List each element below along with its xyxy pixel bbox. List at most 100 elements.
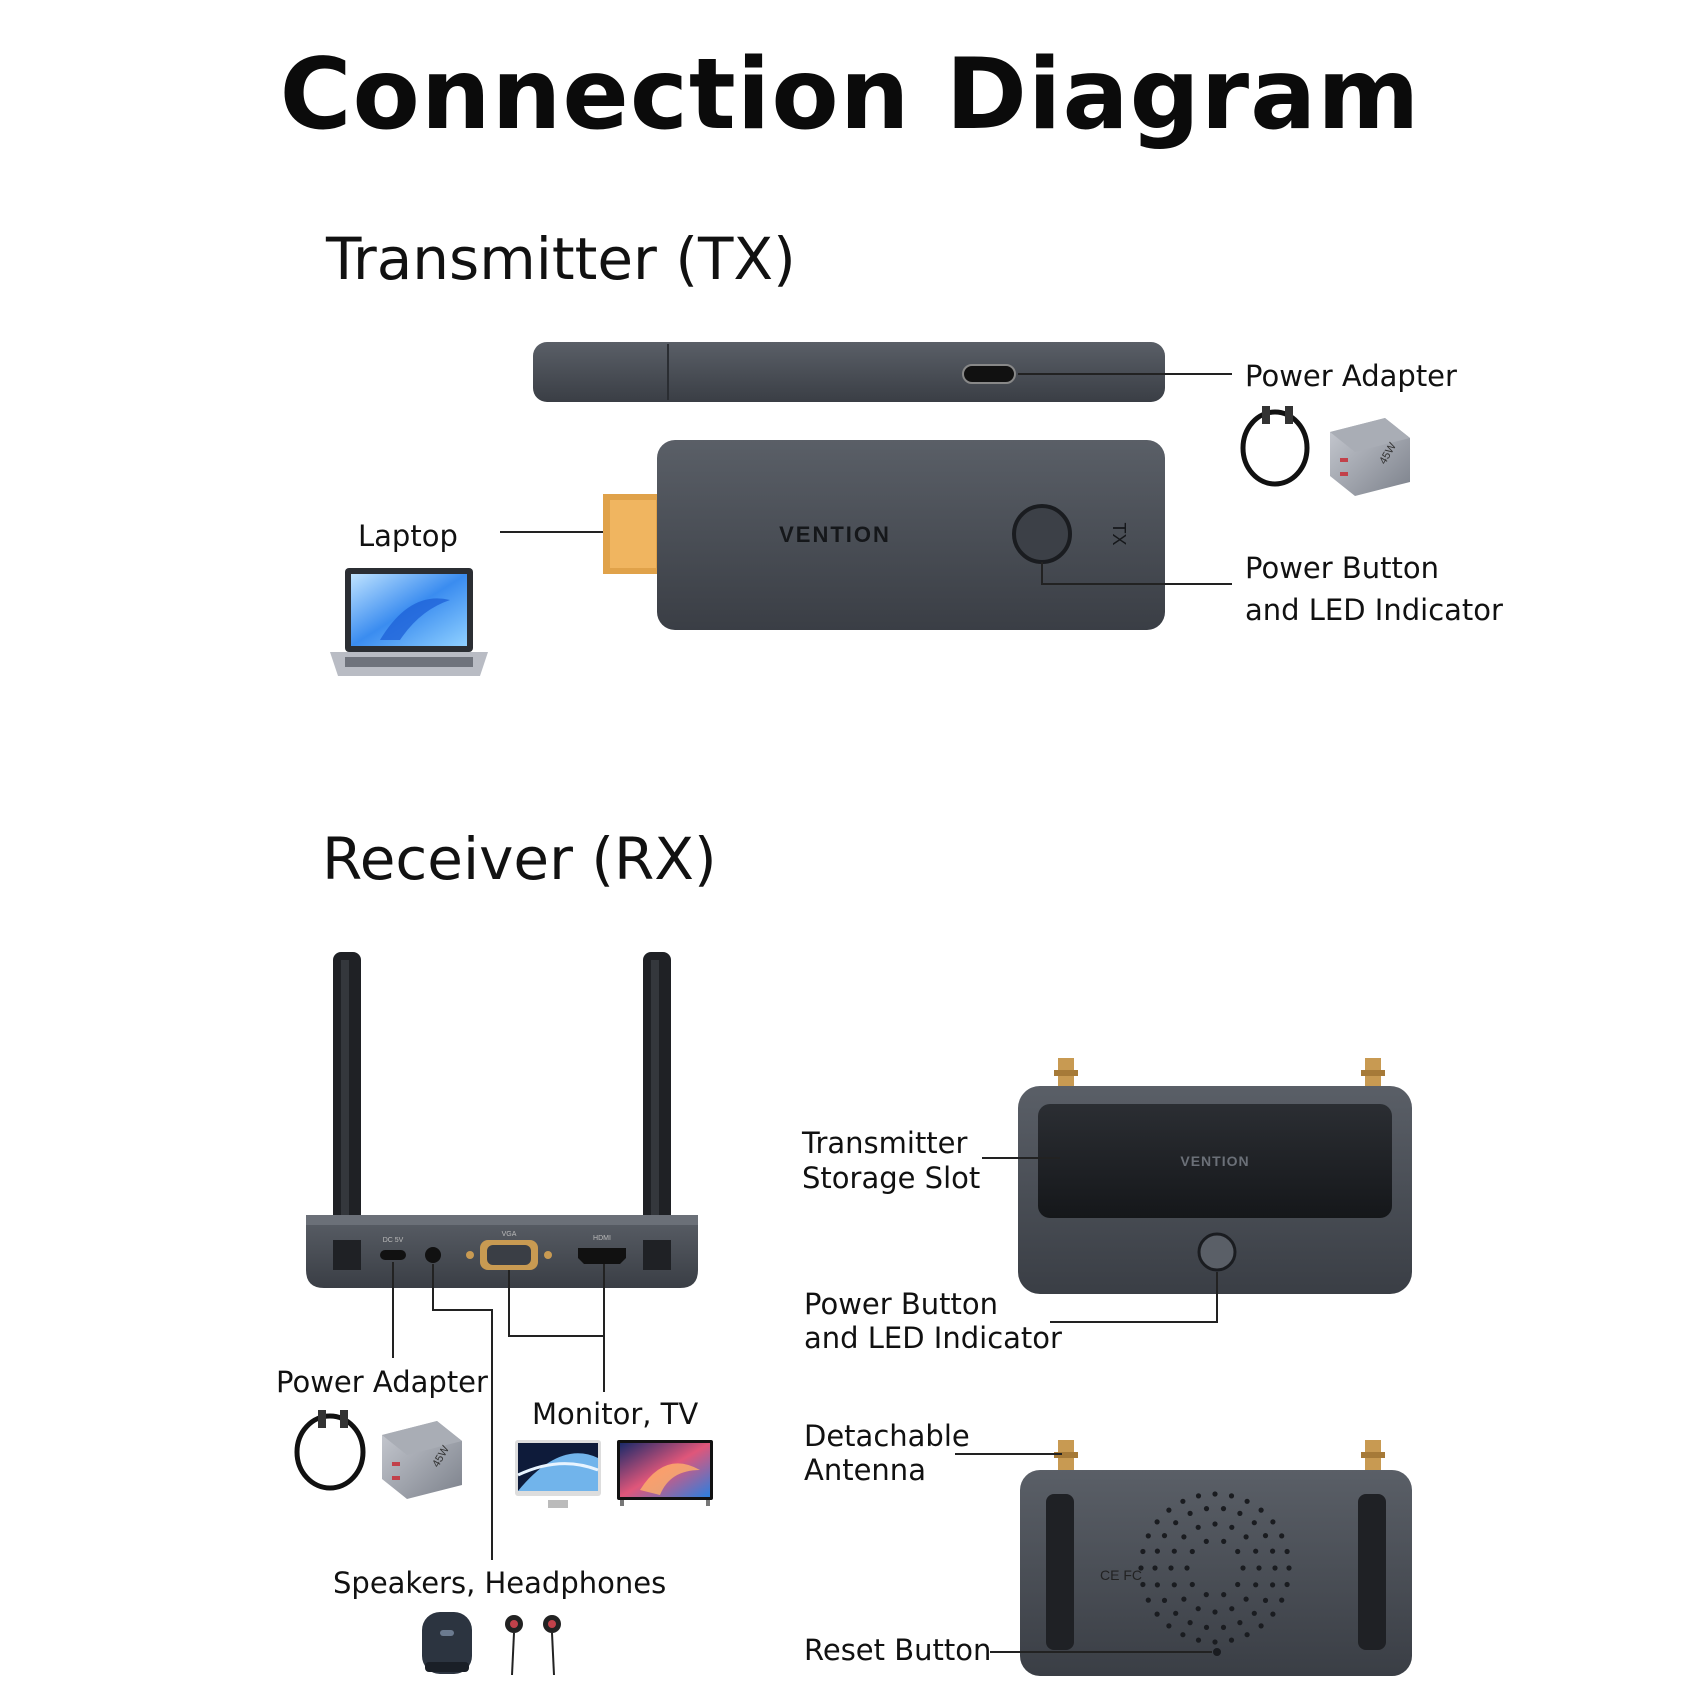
vent-hole [1251, 1520, 1257, 1526]
vent-hole [1244, 1632, 1250, 1638]
rx-bottom-markings: CE FC [1100, 1567, 1142, 1583]
rx-storage-slot-label-1: Transmitter [802, 1126, 968, 1160]
vent-hole [1138, 1565, 1144, 1571]
vent-hole [1187, 1620, 1193, 1626]
vent-hole [1189, 1548, 1195, 1555]
vent-hole [1270, 1582, 1276, 1588]
vent-hole [1203, 1538, 1209, 1544]
vent-hole [1243, 1596, 1249, 1602]
rx-power-button-leader [1050, 1272, 1218, 1323]
vent-hole [1229, 1606, 1235, 1612]
rx-storage-slot-label-2: Storage Slot [802, 1161, 981, 1195]
rx-top-view: VENTION [1018, 1058, 1412, 1294]
vent-hole [1161, 1597, 1168, 1603]
vent-hole [1195, 1606, 1201, 1612]
vent-hole [1228, 1493, 1235, 1499]
tx-power-adapter-label: Power Adapter [1245, 359, 1457, 393]
vent-hole [1145, 1597, 1151, 1603]
vent-hole [1212, 1521, 1218, 1527]
vent-hole [1180, 1632, 1186, 1638]
rx-power-adapter-label: Power Adapter [276, 1365, 488, 1399]
vent-hole [1220, 1506, 1227, 1512]
tx-side-view [533, 342, 1165, 402]
vent-hole [1189, 1581, 1195, 1588]
tx-power-button-icon [1012, 504, 1072, 564]
rx-speakers-headphones-label: Speakers, Headphones [333, 1566, 667, 1600]
vent-hole [1235, 1581, 1241, 1588]
vent-hole [1154, 1519, 1160, 1525]
rx-audio-port-icon [425, 1247, 441, 1263]
vent-hole [1184, 1565, 1190, 1571]
tx-top-view: VENTION TX [603, 440, 1165, 630]
rx-antenna-label-2: Antenna [804, 1453, 926, 1487]
tx-power-button-label-1: Power Button [1245, 551, 1440, 585]
rx-antenna-label-1: Detachable [804, 1419, 970, 1453]
rx-cable-icon [294, 1410, 366, 1491]
vent-hole [1279, 1597, 1285, 1603]
vent-hole [1221, 1538, 1227, 1544]
vent-hole [1212, 1491, 1218, 1497]
vent-hole [1229, 1524, 1235, 1530]
vent-hole [1154, 1611, 1160, 1617]
vent-hole [1203, 1506, 1210, 1512]
vent-hole [1173, 1520, 1179, 1526]
vent-hole [1279, 1533, 1285, 1539]
rx-charger-icon: 45W [382, 1421, 462, 1499]
vent-hole [1243, 1534, 1249, 1540]
earphones-icon [505, 1615, 561, 1676]
vent-hole [1270, 1519, 1276, 1525]
rx-dc-port-icon [380, 1250, 406, 1260]
rx-dc-port-label: DC 5V [383, 1237, 404, 1244]
monitor-icon [515, 1440, 601, 1508]
vent-hole [1195, 1493, 1202, 1499]
vent-hole [1286, 1565, 1292, 1571]
vent-hole [1212, 1639, 1218, 1645]
vent-hole [1168, 1565, 1174, 1571]
vent-hole [1181, 1596, 1187, 1602]
vent-hole [1161, 1533, 1168, 1539]
vent-hole [1221, 1592, 1227, 1598]
vent-hole [1195, 1524, 1201, 1530]
vent-hole [1171, 1548, 1177, 1554]
vent-hole [1187, 1510, 1193, 1516]
vent-hole [1262, 1597, 1269, 1603]
vent-hole [1253, 1548, 1259, 1554]
rx-hdmi-port-label: HDMI [593, 1235, 611, 1242]
rx-monitor-tv-label: Monitor, TV [532, 1397, 699, 1431]
vent-hole [1195, 1637, 1202, 1643]
rx-storage-slot [1038, 1104, 1392, 1218]
rx-vga-leader [508, 1270, 604, 1337]
rx-back-view: DC 5V VGA HDMI [306, 952, 698, 1288]
vent-hole [1181, 1534, 1187, 1540]
vent-hole [1203, 1592, 1209, 1598]
rx-power-button-icon [1197, 1232, 1237, 1272]
vent-hole [1262, 1533, 1269, 1539]
tv-icon [617, 1440, 713, 1506]
vent-hole [1237, 1620, 1243, 1626]
vent-hole [1166, 1623, 1172, 1629]
usb-c-port-icon [962, 364, 1016, 384]
vent-hole [1270, 1611, 1276, 1617]
vent-hole [1140, 1548, 1146, 1555]
vent-hole [1284, 1581, 1290, 1588]
vent-hole [1203, 1624, 1210, 1630]
vent-hole [1212, 1609, 1218, 1615]
vent-hole [1253, 1582, 1259, 1588]
tx-charger-icon: 45W [1330, 418, 1410, 496]
rx-vga-port-label: VGA [502, 1231, 517, 1238]
receiver-heading: Receiver (RX) [322, 825, 717, 893]
rx-bottom-view: CE FC [1020, 1440, 1412, 1676]
vent-hole [1251, 1610, 1257, 1616]
tx-power-button-leader [1041, 562, 1232, 585]
tx-brand-text: VENTION [779, 522, 891, 547]
rx-brand-text: VENTION [1180, 1153, 1249, 1169]
vent-hole [1258, 1623, 1264, 1629]
vent-hole [1270, 1548, 1276, 1554]
vent-hole [1272, 1565, 1278, 1571]
vent-hole [1140, 1581, 1146, 1588]
vent-hole [1244, 1498, 1250, 1504]
vent-hole [1256, 1565, 1262, 1571]
vent-hole [1237, 1510, 1243, 1516]
rx-power-button-label-1: Power Button [804, 1287, 999, 1321]
